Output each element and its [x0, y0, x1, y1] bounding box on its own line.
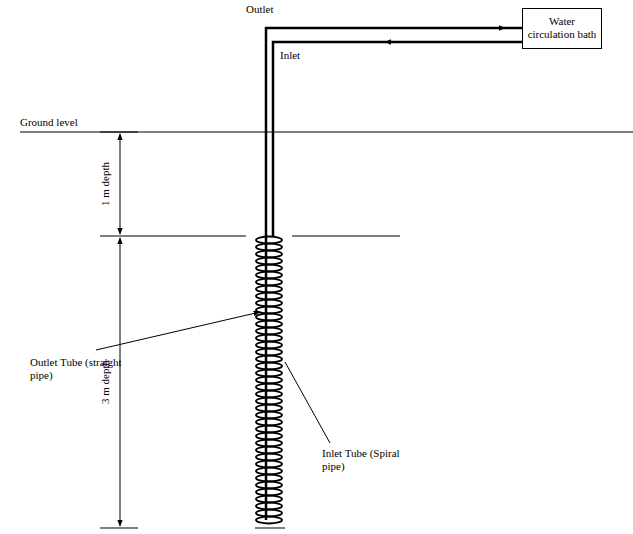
coil-turn [256, 419, 282, 426]
coil-turn [256, 363, 282, 370]
coil-turn [256, 517, 282, 524]
coil-turn [256, 237, 282, 244]
dimension-label: 1 m depth [99, 160, 112, 208]
coil-turn [256, 377, 282, 384]
part-label: Inlet Tube (Spiral pipe) [322, 447, 406, 473]
ground-line [20, 132, 633, 133]
dimension-tick [100, 528, 138, 529]
coil-turn [256, 454, 282, 461]
bottom-tick [255, 528, 285, 529]
coil-turn [256, 405, 282, 412]
spiral-coil [256, 237, 282, 524]
node-text: Water circulation bath [527, 15, 597, 41]
coil-turn [256, 300, 282, 307]
outlet-pipe [266, 28, 522, 520]
coil-turn [256, 265, 282, 272]
coil-turn [256, 342, 282, 349]
leader-line [285, 362, 330, 443]
coil-turn [256, 440, 282, 447]
coil-turn [256, 328, 282, 335]
coil-turn [256, 370, 282, 377]
coil-turn [256, 496, 282, 503]
coil-turn [256, 461, 282, 468]
coil-turn [256, 503, 282, 510]
coil-turn [256, 272, 282, 279]
dimension-line [120, 238, 121, 526]
coil-turn [256, 349, 282, 356]
coil-turn [256, 293, 282, 300]
coil-turn [256, 475, 282, 482]
coil-turn [256, 433, 282, 440]
coil-turn [256, 391, 282, 398]
coil-turn [256, 356, 282, 363]
coil-turn [256, 468, 282, 475]
coil-turn [256, 489, 282, 496]
leader-line [96, 312, 260, 350]
part-label: Outlet Tube (straight pipe) [30, 356, 122, 382]
coil-turn [256, 384, 282, 391]
coil-turn [256, 447, 282, 454]
coil-turn [256, 258, 282, 265]
dimension-line [120, 134, 121, 234]
coil-turn [256, 398, 282, 405]
pipe-label: Outlet [246, 3, 274, 16]
coil-turn [256, 244, 282, 251]
depth-line [100, 236, 246, 237]
flow-arrow [385, 42, 420, 43]
coil-turn [256, 482, 282, 489]
pipe-label: Inlet [280, 49, 300, 62]
depth-line [292, 236, 400, 237]
coil-turn [256, 321, 282, 328]
coil-turn [256, 412, 282, 419]
coil-turn [256, 510, 282, 517]
coil-turn [256, 251, 282, 258]
coil-turn [256, 426, 282, 433]
bath-box: Water circulation bath [522, 8, 602, 49]
coil-turn [256, 314, 282, 321]
coil-turn [256, 279, 282, 286]
coil-turn [256, 286, 282, 293]
dimension-tick [100, 132, 138, 133]
coil-turn [256, 335, 282, 342]
inlet-pipe [273, 42, 522, 236]
flow-arrow [470, 28, 505, 29]
level-label: Ground level [20, 116, 78, 129]
